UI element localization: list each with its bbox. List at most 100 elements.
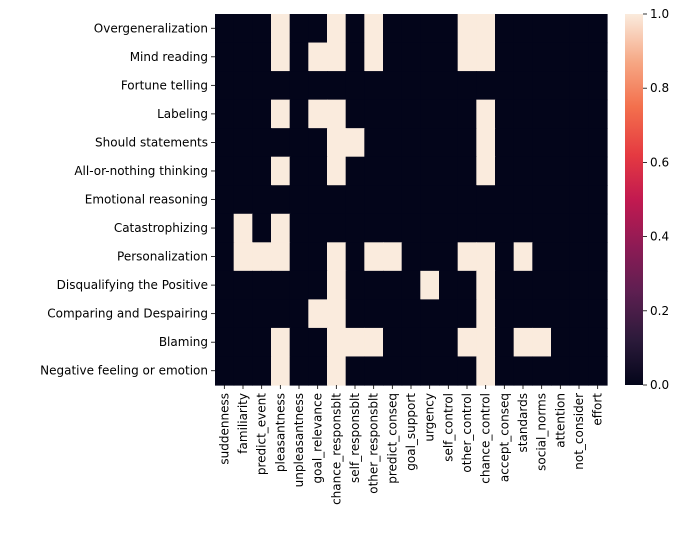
- heatmap-cell: [569, 185, 589, 215]
- heatmap-cell: [551, 242, 571, 272]
- heatmap-cell: [233, 299, 253, 329]
- heatmap-cell: [439, 42, 459, 72]
- heatmap-cell: [551, 356, 571, 386]
- heatmap-cell: [233, 327, 253, 358]
- heatmap-cell: [308, 14, 328, 44]
- heatmap-cell: [289, 71, 309, 101]
- heatmap-cell: [308, 71, 328, 101]
- colorbar-tick-label: 1.0: [650, 7, 669, 21]
- heatmap-cell: [476, 213, 496, 243]
- heatmap-cell: [532, 270, 552, 300]
- heatmap-cell: [588, 185, 608, 215]
- row-tick-label: Comparing and Despairing: [47, 307, 208, 321]
- heatmap-cell: [401, 356, 421, 386]
- heatmap-cell: [327, 42, 347, 72]
- heatmap-cell: [215, 99, 235, 129]
- heatmap-cell: [327, 156, 347, 186]
- heatmap-cell: [345, 14, 365, 44]
- heatmap-cell: [551, 299, 571, 329]
- heatmap-cell: [495, 270, 515, 300]
- heatmap-cell: [383, 356, 403, 386]
- heatmap-cell: [383, 71, 403, 101]
- column-tick-label: chance_control: [479, 393, 493, 484]
- heatmap-cell: [364, 242, 384, 272]
- heatmap-cell: [476, 327, 496, 358]
- heatmap-cell: [439, 213, 459, 243]
- heatmap-cell: [345, 185, 365, 215]
- heatmap-cell: [383, 128, 403, 158]
- heatmap-cell: [420, 128, 440, 158]
- heatmap-cell: [588, 213, 608, 243]
- heatmap-cell: [383, 242, 403, 272]
- heatmap-cell: [551, 128, 571, 158]
- heatmap-cell: [327, 128, 347, 158]
- column-tick-label: effort: [591, 393, 605, 426]
- heatmap-cells: [215, 14, 608, 386]
- heatmap-cell: [439, 356, 459, 386]
- heatmap-cell: [439, 71, 459, 101]
- heatmap-cell: [551, 14, 571, 44]
- heatmap-cell: [457, 71, 477, 101]
- heatmap-cell: [252, 42, 272, 72]
- heatmap-cell: [588, 299, 608, 329]
- heatmap-cell: [420, 156, 440, 186]
- heatmap-cell: [588, 242, 608, 272]
- heatmap-cell: [569, 299, 589, 329]
- heatmap-cell: [233, 71, 253, 101]
- heatmap-cell: [233, 156, 253, 186]
- heatmap-cell: [513, 356, 533, 386]
- heatmap-cell: [532, 14, 552, 44]
- heatmap-cell: [588, 327, 608, 358]
- heatmap-cell: [401, 213, 421, 243]
- heatmap-cell: [364, 42, 384, 72]
- row-tick-label: Catastrophizing: [114, 221, 208, 235]
- row-tick-label: Labeling: [157, 107, 208, 121]
- heatmap-cell: [457, 213, 477, 243]
- heatmap-cell: [588, 99, 608, 129]
- heatmap-cell: [495, 42, 515, 72]
- heatmap-cell: [457, 14, 477, 44]
- row-tick-label: All-or-nothing thinking: [74, 164, 208, 178]
- heatmap-cell: [513, 242, 533, 272]
- heatmap-cell: [532, 299, 552, 329]
- heatmap-cell: [271, 213, 291, 243]
- heatmap-cell: [271, 156, 291, 186]
- heatmap-cell: [308, 299, 328, 329]
- heatmap-cell: [308, 99, 328, 129]
- heatmap-cell: [569, 128, 589, 158]
- heatmap-cell: [345, 299, 365, 329]
- heatmap-cell: [383, 99, 403, 129]
- heatmap-cell: [233, 14, 253, 44]
- heatmap-cell: [588, 156, 608, 186]
- heatmap-cell: [495, 185, 515, 215]
- heatmap-cell: [345, 42, 365, 72]
- heatmap-cell: [233, 185, 253, 215]
- colorbar-ticks: 0.00.20.40.60.81.0: [643, 7, 669, 392]
- row-tick-label: Disqualifying the Positive: [57, 278, 208, 292]
- colorbar-tick-label: 0.8: [650, 81, 669, 95]
- heatmap-cell: [364, 99, 384, 129]
- heatmap-cell: [569, 42, 589, 72]
- heatmap-cell: [233, 42, 253, 72]
- heatmap-cell: [401, 299, 421, 329]
- heatmap-cell: [364, 356, 384, 386]
- heatmap-cell: [495, 242, 515, 272]
- heatmap-cell: [345, 128, 365, 158]
- heatmap-cell: [271, 242, 291, 272]
- heatmap-cell: [327, 299, 347, 329]
- heatmap-cell: [532, 42, 552, 72]
- heatmap-cell: [588, 270, 608, 300]
- heatmap-cell: [215, 156, 235, 186]
- heatmap-cell: [495, 128, 515, 158]
- heatmap-cell: [215, 242, 235, 272]
- heatmap-cell: [439, 242, 459, 272]
- heatmap-cell: [364, 299, 384, 329]
- heatmap-cell: [457, 156, 477, 186]
- heatmap-cell: [476, 356, 496, 386]
- heatmap-cell: [308, 156, 328, 186]
- heatmap-cell: [289, 14, 309, 44]
- heatmap-cell: [569, 270, 589, 300]
- heatmap-cell: [308, 356, 328, 386]
- heatmap-cell: [401, 185, 421, 215]
- column-tick-label: unpleasantness: [292, 393, 306, 487]
